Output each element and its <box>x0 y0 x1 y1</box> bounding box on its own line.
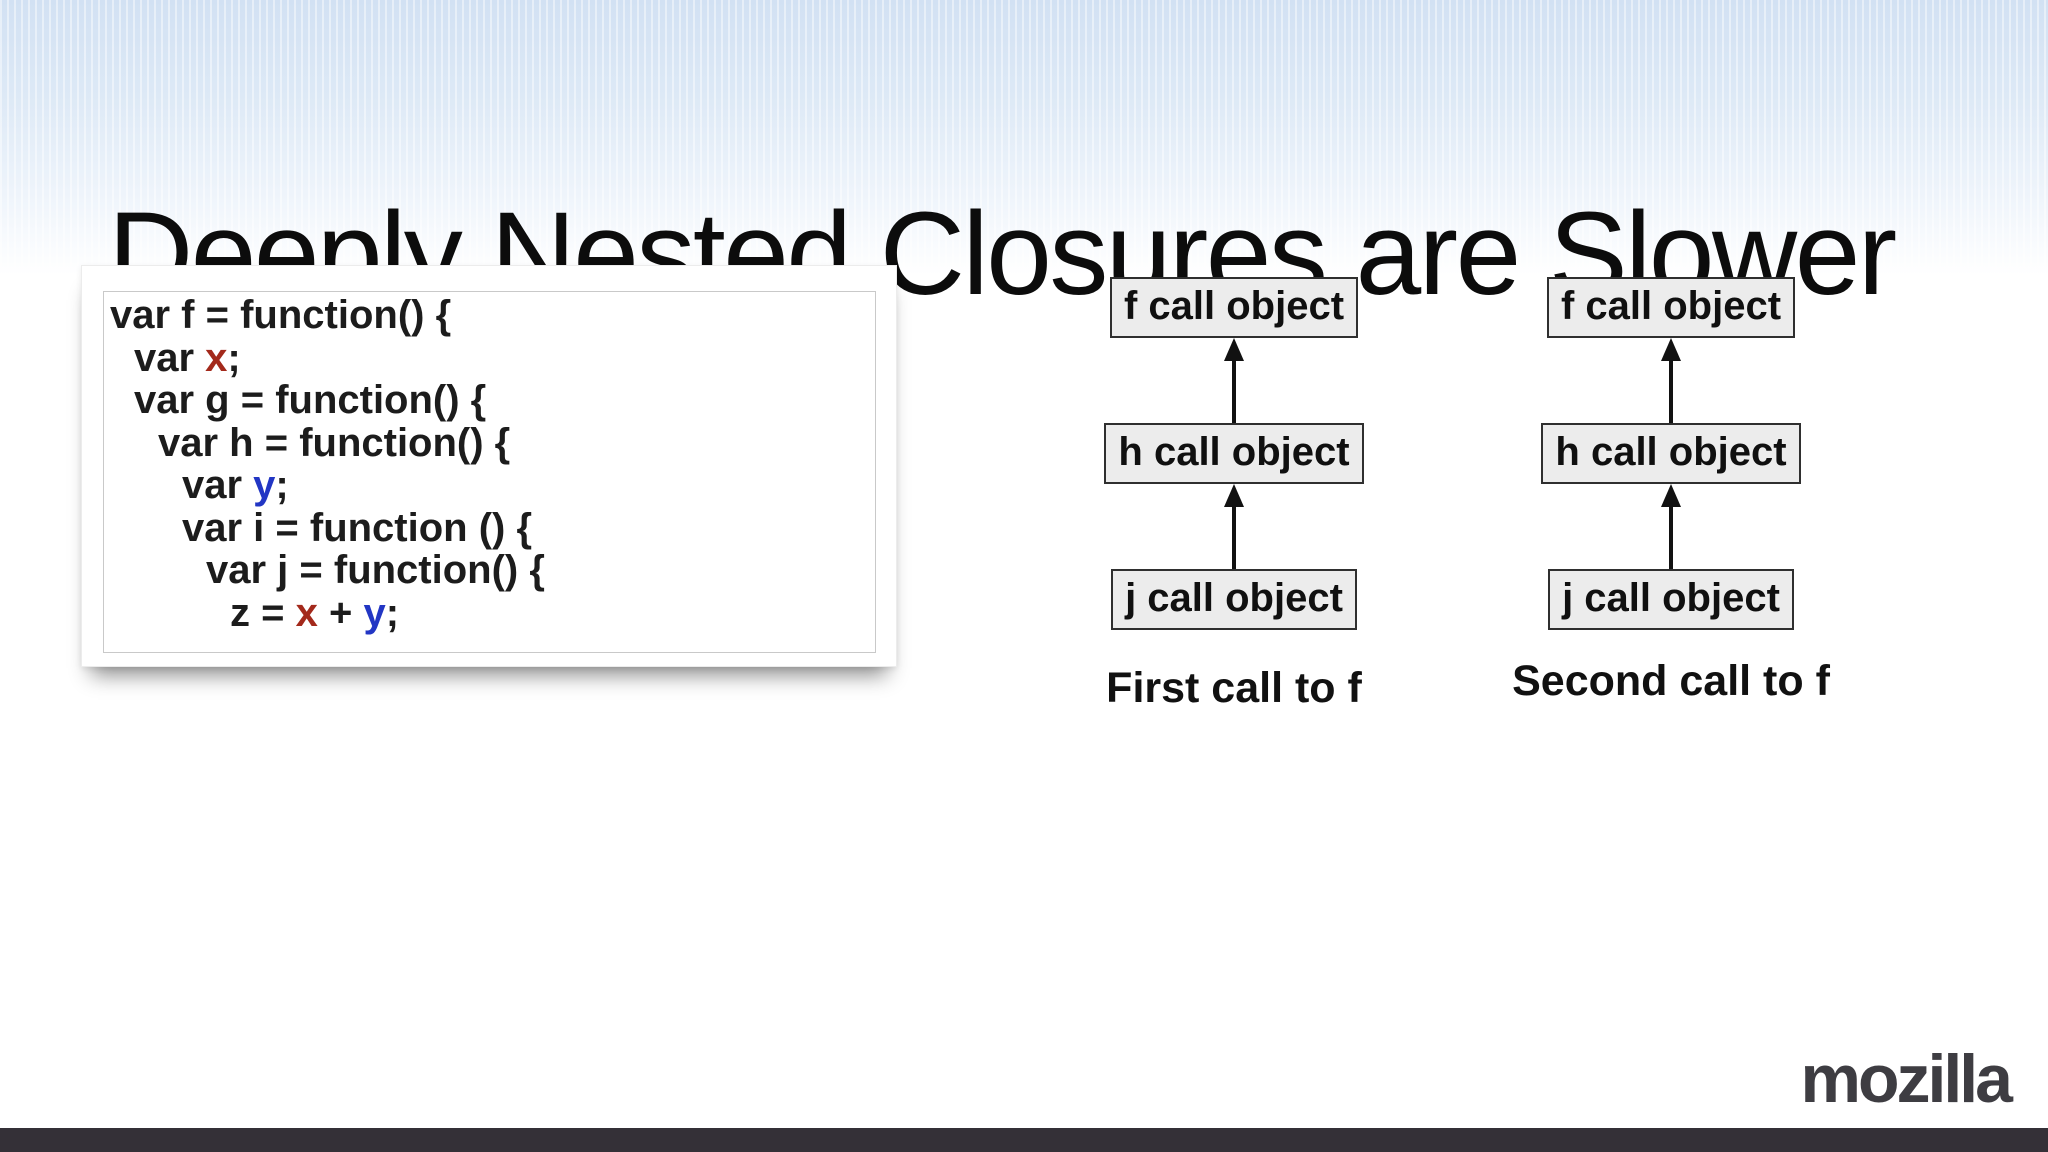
arrow-shaft <box>1669 503 1673 569</box>
code-token: var h = function() { <box>158 420 511 465</box>
code-token: var g = function() { <box>134 378 487 422</box>
arrow-head <box>1661 484 1681 507</box>
code-line: var f = function() { <box>110 294 868 337</box>
code-token: + <box>317 590 364 635</box>
arrow-shaft <box>1232 503 1236 569</box>
code-token: y <box>253 463 276 507</box>
diagram-second-call: f call object h call object j call objec… <box>1511 277 1831 706</box>
code-token: ; <box>385 590 400 635</box>
call-object-box-j: j call object <box>1111 569 1357 630</box>
diagram-caption: First call to f <box>1106 664 1362 712</box>
code-token: y <box>363 590 386 635</box>
code-token: ; <box>227 335 241 380</box>
code-token: var <box>182 463 254 507</box>
bottom-bar <box>0 1128 2048 1152</box>
code-token: var i = function () { <box>182 505 533 550</box>
arrow-shaft <box>1669 357 1673 423</box>
code-line: var y; <box>110 464 868 507</box>
arrow-up-icon <box>1511 338 1831 423</box>
code-line: var i = function () { <box>110 505 868 550</box>
arrow-up-icon <box>1511 484 1831 569</box>
code-line: var g = function() { <box>110 379 868 422</box>
code-snippet-card: var f = function() {var x;var g = functi… <box>81 265 897 667</box>
call-object-box-h: h call object <box>1541 423 1801 484</box>
call-object-box-f: f call object <box>1109 277 1359 338</box>
code-token: var <box>134 335 206 380</box>
diagram-first-call: f call object h call object j call objec… <box>1074 277 1394 713</box>
arrow-up-icon <box>1074 338 1394 423</box>
code-token: var j = function() { <box>206 548 545 592</box>
code-line: var h = function() { <box>110 420 868 465</box>
call-object-box-j: j call object <box>1548 569 1794 630</box>
arrow-head <box>1224 484 1244 507</box>
code-token: x <box>295 590 318 635</box>
code-lines: var f = function() {var x;var g = functi… <box>110 294 868 634</box>
code-card-inner-frame <box>103 291 876 653</box>
arrow-shaft <box>1232 357 1236 423</box>
mozilla-logo: mozilla <box>1800 1041 2013 1117</box>
arrow-head <box>1224 338 1244 361</box>
call-object-box-h: h call object <box>1104 423 1364 484</box>
code-token: ; <box>275 463 289 507</box>
slide-top-gradient <box>0 0 2048 275</box>
code-line: z = x + y; <box>110 590 868 635</box>
arrow-up-icon <box>1074 484 1394 569</box>
code-token: x <box>205 335 228 380</box>
code-line: var j = function() { <box>110 549 868 592</box>
diagram-caption: Second call to f <box>1512 657 1830 705</box>
code-line: var x; <box>110 335 868 380</box>
arrow-head <box>1661 338 1681 361</box>
call-object-box-f: f call object <box>1546 277 1796 338</box>
code-token: z = <box>230 590 296 635</box>
code-token: var f = function() { <box>110 293 452 337</box>
